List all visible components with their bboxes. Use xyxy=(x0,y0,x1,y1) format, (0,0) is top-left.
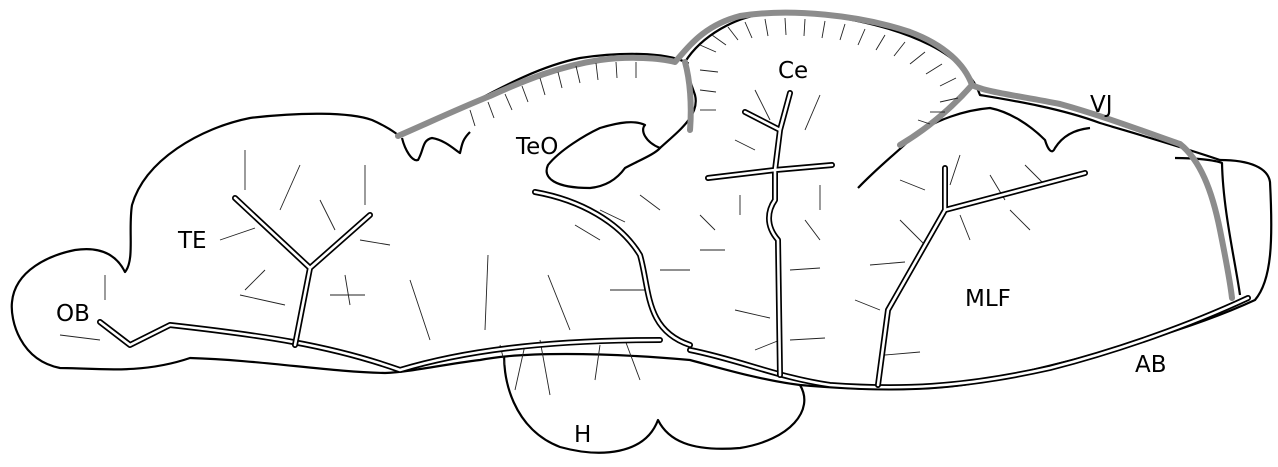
label-te: TE xyxy=(177,228,207,254)
vj-branch xyxy=(682,59,694,133)
vj-vessel xyxy=(395,9,1235,301)
label-vj: VJ xyxy=(1090,92,1113,118)
label-ab: AB xyxy=(1135,352,1167,378)
vj-ce-branch xyxy=(897,82,975,148)
grey-vessel-ticks xyxy=(469,17,959,127)
label-h: H xyxy=(574,422,591,448)
label-teo: TeO xyxy=(515,134,558,160)
label-ce: Ce xyxy=(778,58,808,84)
label-ob: OB xyxy=(56,301,90,327)
double-line-vessels xyxy=(97,90,1251,391)
brain-outline xyxy=(10,11,1273,391)
teo-pocket-outline xyxy=(545,121,662,190)
label-mlf: MLF xyxy=(965,286,1011,312)
parenchymal-ticks xyxy=(59,89,1046,396)
dorsal-notch xyxy=(400,131,471,162)
